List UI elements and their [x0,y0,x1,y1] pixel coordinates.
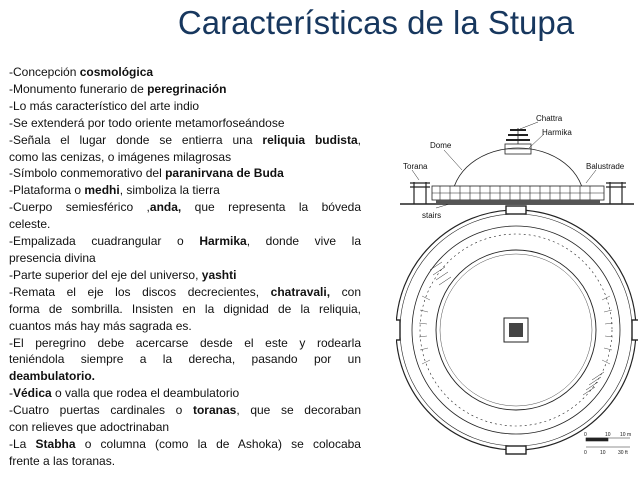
scale-10m-label: 10 m [620,432,631,438]
text-run: , simboliza la tierra [119,183,220,198]
bold-term: peregrinación [147,81,227,96]
text-run: teniéndola siempre a la derecha, pasando… [9,352,361,367]
text-line: -Concepción cosmológica [9,64,361,81]
label-dome: Dome [430,141,452,150]
label-balustrade: Balustrade [586,162,625,171]
stupa-elevation [400,121,634,209]
dome-outline [451,147,585,201]
plan-ambulatory [411,225,621,435]
text-run: como las cenizas, o imágenes milagrosas [9,149,232,164]
text-line: teniéndola siempre a la derecha, pasando… [9,351,361,368]
text-line: -Parte superior del eje del universo, ya… [9,267,361,284]
text-run: -Concepción [9,65,80,79]
bold-term: Harmika [199,234,247,249]
text-line: -Señala el lugar donde se entierra una r… [9,132,361,149]
text-line: -El peregrino debe acercarse desde el es… [9,335,361,352]
text-run: frente a las toranas. [9,453,116,468]
text-run: -Cuerpo semiesférico , [9,200,150,215]
text-line: celeste. [9,216,361,233]
text-run: cuantos más hay más sagrada es. [9,318,192,333]
text-line: como las cenizas, o imágenes milagrosas [9,149,361,166]
text-run: -Símbolo conmemorativo del [9,166,166,181]
scale-10-m: 10 [605,432,611,438]
text-run: celeste. [9,217,51,232]
scale-ft-label: 30 ft [618,450,628,456]
torana-right [606,182,626,204]
text-line: frente a las toranas. [9,453,361,470]
bold-term: paranirvana de Buda [165,166,284,181]
text-line: -Cuerpo semiesférico ,anda, que represen… [9,199,361,216]
torana-left [410,182,430,204]
label-torana: Torana [403,162,428,171]
text-run: , que se decoraban [236,403,362,418]
text-line: -La Stabha o columna (como la de Ashoka)… [9,436,361,453]
label-harmika: Harmika [542,128,572,137]
text-line: -Empalizada cuadrangular o Harmika, dond… [9,233,361,250]
text-run: -El peregrino debe acercarse desde el es… [9,335,361,350]
bold-term: Védica [13,386,52,401]
text-run: o valla que rodea el deambulatorio [51,386,240,401]
bold-term: chatravali, [270,284,331,299]
bold-term: medhi [84,183,120,198]
bold-term: toranas [192,403,237,418]
text-run: forma de sombrilla. Insisten en la digni… [9,301,361,316]
text-line: deambulatorio. [9,368,361,385]
scale-bar [585,437,630,448]
text-run: -Empalizada cuadrangular o [9,234,200,249]
text-run: , donde vive la [246,234,361,249]
stupa-plan [396,205,638,455]
text-run: con [330,284,361,299]
text-run: o columna (como la de Ashoka) se colocab… [75,436,361,451]
text-line: -Se extenderá por todo oriente metamorfo… [9,115,361,132]
label-stairs: stairs [422,211,441,220]
text-run: -Lo más característico del arte indio [9,98,200,113]
scale-0-m: 0 [584,432,587,438]
text-run: - [9,386,13,401]
text-run: , [357,132,361,147]
text-line: -Plataforma o medhi, simboliza la tierra [9,182,361,199]
bold-term: reliquia budista [262,132,358,147]
bold-term: Stabha [35,436,76,451]
text-run: presencia divina [9,250,96,265]
text-run: -Remata el eje los discos decrecientes, [9,284,271,299]
stupa-diagram: Chattra Harmika Dome Torana Balustrade s… [396,114,638,456]
text-line: -Cuatro puertas cardinales o toranas, qu… [9,402,361,419]
text-run: -Se extenderá por todo oriente metamorfo… [9,115,285,130]
text-run: -Cuatro puertas cardinales o [9,403,193,418]
text-run: -Plataforma o [9,183,85,198]
text-line: cuantos más hay más sagrada es. [9,318,361,335]
text-line: presencia divina [9,250,361,267]
text-run: -Monumento funerario de [9,81,148,96]
text-line: forma de sombrilla. Insisten en la digni… [9,301,361,318]
text-run: -Señala el lugar donde se entierra una [9,132,263,147]
text-run: -Parte superior del eje del universo, [9,267,202,282]
plan-stairs [429,261,605,396]
bold-term: cosmológica [79,65,154,79]
scale-0-ft: 0 [584,450,587,456]
text-run: con relieves que adoctrinaban [9,420,170,435]
text-line: -Lo más característico del arte indio [9,98,361,115]
slide-title: Características de la Stupa [177,4,575,41]
plan-dome-base [435,249,597,411]
bold-term: anda, [149,200,182,215]
plan-harmika [503,317,529,343]
text-line: con relieves que adoctrinaban [9,419,361,436]
text-run: -La [9,436,36,451]
text-line: -Védica o valla que rodea el deambulator… [9,385,361,402]
bold-term: yashti [201,267,237,282]
text-line: -Símbolo conmemorativo del paranirvana d… [9,165,361,182]
text-run: que representa la bóveda [181,200,362,215]
bold-term: deambulatorio. [9,369,96,384]
plan-toranas [396,205,638,455]
text-line: -Remata el eje los discos decrecientes, … [9,284,361,301]
text-line: -Monumento funerario de peregrinación [9,81,361,98]
label-chattra: Chattra [536,114,563,123]
scale-10-ft: 10 [600,450,606,456]
feature-list: -Concepción cosmológica-Monumento funera… [9,64,361,470]
